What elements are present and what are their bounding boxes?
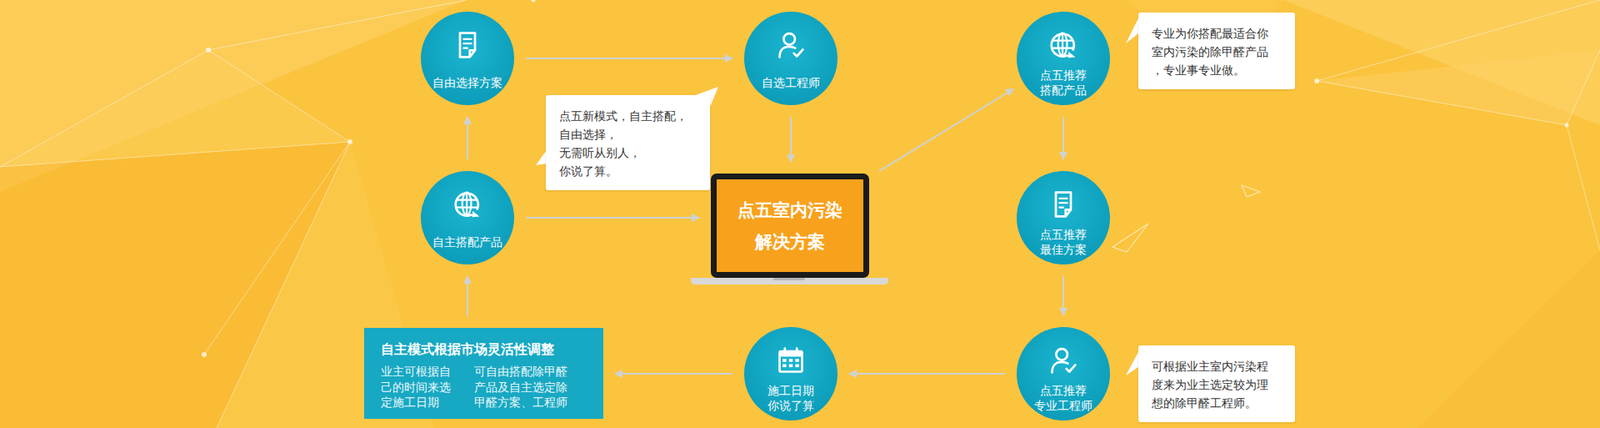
decor-part <box>205 47 211 53</box>
step-circle: 施工日期 你说了算 <box>744 326 838 420</box>
decor-part <box>216 141 350 428</box>
panel-heading: 自主模式根据市场灵活性调整 <box>380 340 587 359</box>
decor-part <box>773 277 805 280</box>
flow-arrow <box>525 216 700 219</box>
step-label: 点五推荐 专业工程师 <box>1021 382 1105 413</box>
step-icon <box>460 33 475 58</box>
step-icon <box>780 33 804 57</box>
decor-part <box>1316 50 1600 125</box>
speech-callout: 点五新模式，自主搭配， 自由选择，无需听从别人， 你说了算。 <box>545 95 710 190</box>
circle-fill <box>1016 326 1110 420</box>
circle-fill <box>744 11 838 105</box>
decor-part <box>204 141 350 355</box>
step-label: 点五推荐 搭配产品 <box>1021 67 1105 98</box>
panel-body: 可自由搭配除甲醛 产品及自主选定除 甲醛方案、工程师 <box>474 363 587 410</box>
flow-arrow <box>849 372 1005 375</box>
decor-part <box>1314 78 1320 84</box>
step-label: 自主搭配产品 <box>425 234 510 250</box>
step-label: 自选工程师 <box>749 75 833 90</box>
circle-fill <box>420 170 515 265</box>
callout-text: 专业为你搭配最适合你 室内污染的除甲醛产品 ，专业事专业做。 <box>1151 24 1284 80</box>
step-circle: 自由选择方案 <box>420 11 515 105</box>
decor-part <box>1316 0 1600 81</box>
decor-part <box>531 0 536 3</box>
background-dots <box>201 0 1570 357</box>
circle-fill <box>1016 170 1110 265</box>
speech-callout: 专业为你搭配最适合你 室内污染的除甲醛产品 ，专业事专业做。 <box>1138 12 1295 90</box>
decor-part <box>1112 223 1149 252</box>
step-circle: 自选工程师 <box>744 11 838 105</box>
callout-text: 可根据业主室内污染程 度来为业主选定较为理 想的除甲醛工程师。 <box>1151 356 1284 412</box>
circle-shape <box>744 11 838 105</box>
screen-title: 点五室内污染 解决方案 <box>719 194 861 258</box>
laptop-screen: 点五室内污染 解决方案 <box>710 173 870 278</box>
decor-part <box>1565 123 1570 128</box>
callout-tails <box>535 18 1139 375</box>
flow-arrow <box>1062 275 1065 315</box>
circle-fill <box>1016 11 1110 105</box>
panel-columns: 业主可根据自 己的时间来选 定施工日期可自由搭配除甲醛 产品及自主选定除 甲醛方… <box>380 363 587 410</box>
decor-part <box>1125 18 1139 44</box>
flow-arrow <box>1062 116 1065 160</box>
callout-text: 点五新模式，自主搭配， 自由选择，无需听从别人， 你说了算。 <box>559 106 699 180</box>
paper-planes <box>1112 185 1260 252</box>
step-icon <box>780 348 803 372</box>
decor-part <box>1241 185 1260 197</box>
step-label: 自由选择方案 <box>425 75 510 90</box>
speech-callout: 可根据业主室内污染程 度来为业主选定较为理 想的除甲醛工程师。 <box>1138 345 1295 422</box>
step-icon <box>1052 348 1076 372</box>
decor-part <box>1566 125 1600 250</box>
decor-part <box>347 139 353 145</box>
decor-part <box>201 351 207 357</box>
flow-arrow <box>466 116 469 160</box>
decor-part <box>1283 0 1600 125</box>
flow-arrow <box>466 275 469 316</box>
circle-shape <box>420 11 515 105</box>
circle-fill <box>420 11 515 105</box>
decor-part <box>0 50 350 167</box>
circle-shape <box>420 170 515 265</box>
flow-arrow <box>525 57 733 60</box>
step-circle: 点五推荐 最佳方案 <box>1016 170 1110 265</box>
step-label: 施工日期 你说了算 <box>749 382 833 413</box>
flow-arrow <box>879 89 1014 172</box>
info-panel: 自主模式根据市场灵活性调整业主可根据自 己的时间来选 定施工日期可自由搭配除甲醛… <box>364 327 604 419</box>
decor-part <box>1316 50 1600 125</box>
decor-part <box>1416 250 1600 428</box>
step-circle: 点五推荐 专业工程师 <box>1016 326 1110 420</box>
step-label: 点五推荐 最佳方案 <box>1021 226 1105 257</box>
step-circle: 自主搭配产品 <box>420 170 515 265</box>
step-icon <box>1055 192 1071 217</box>
decor-part <box>1125 351 1139 375</box>
circle-fill <box>744 326 838 420</box>
step-icon <box>1051 33 1076 59</box>
flow-arrow <box>790 116 792 162</box>
decor-part <box>0 50 350 167</box>
flow-arrow <box>615 372 733 375</box>
step-icon <box>455 192 480 218</box>
panel-body: 业主可根据自 己的时间来选 定施工日期 <box>380 363 475 410</box>
decor-part <box>690 277 889 285</box>
laptop-base <box>690 277 889 285</box>
step-circle: 点五推荐 搭配产品 <box>1016 11 1110 105</box>
